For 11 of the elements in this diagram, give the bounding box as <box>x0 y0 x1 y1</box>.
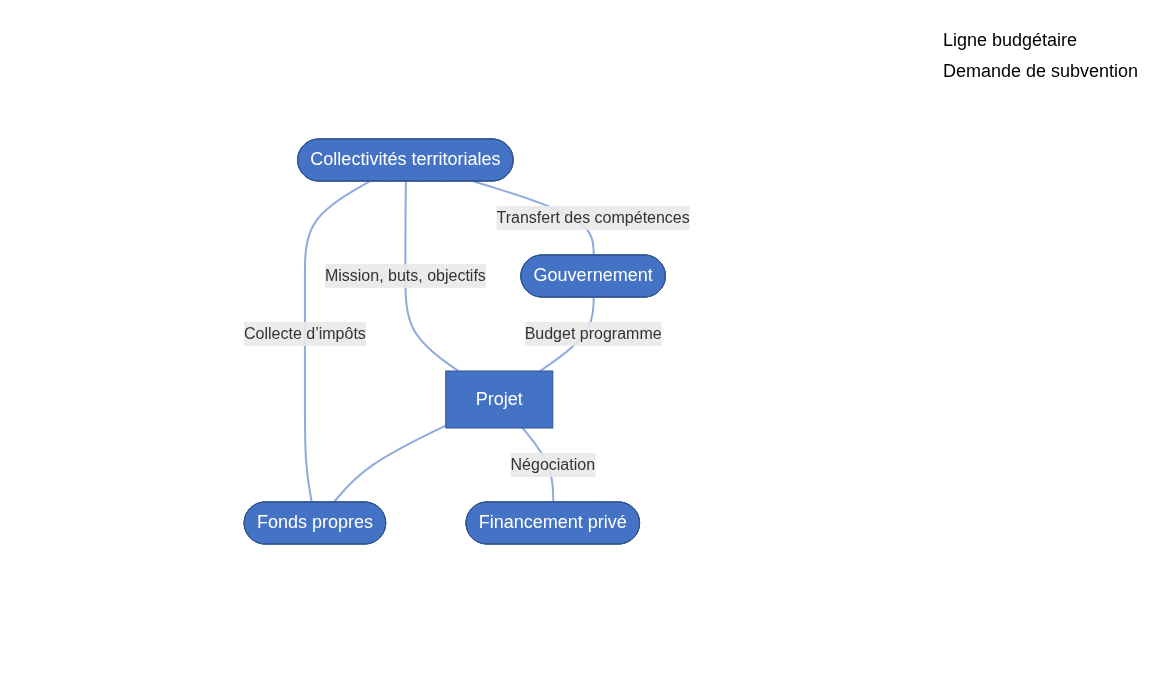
note-label: Ligne budgétaire <box>943 30 1079 51</box>
edge-label: Mission, buts, objectifs <box>324 266 486 284</box>
edge-label: Négociation <box>510 455 595 473</box>
node-box: Projet <box>444 370 553 428</box>
edge-label: Collecte d’impôts <box>243 324 366 342</box>
edge-label: Transfert des compétences <box>496 208 690 226</box>
note-label: Demande de subvention <box>943 61 1140 82</box>
edge-label: Budget programme <box>524 324 662 342</box>
connector <box>332 424 447 503</box>
connector <box>404 180 460 372</box>
connector <box>303 180 371 503</box>
